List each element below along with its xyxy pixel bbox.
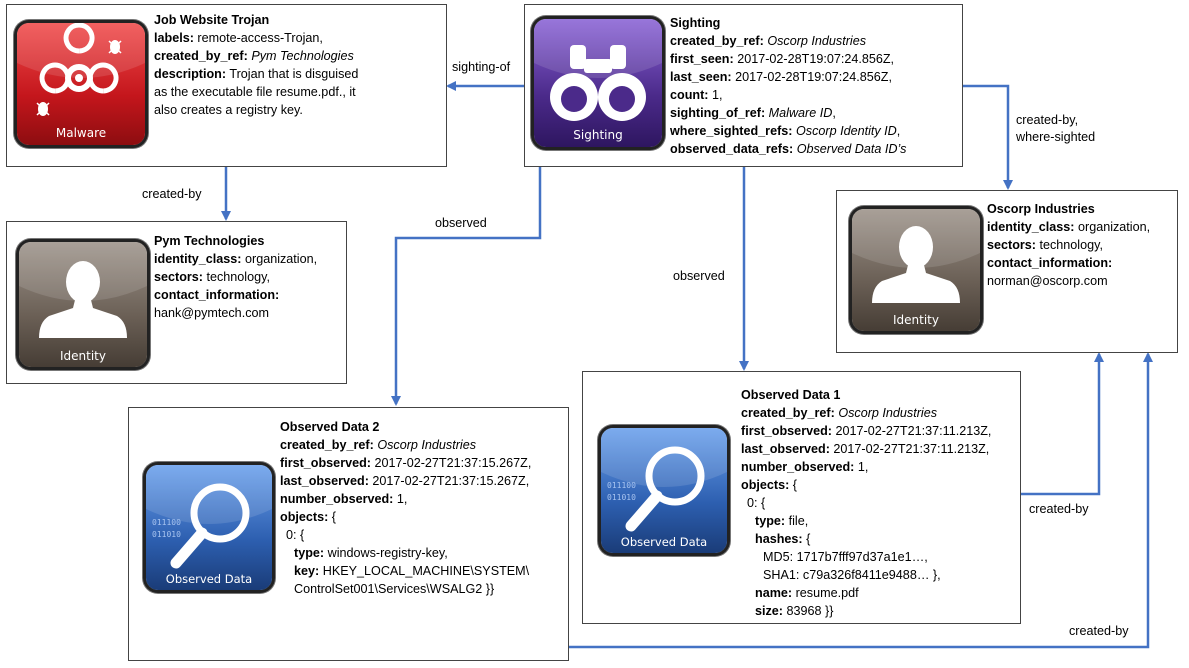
sighting-observed-data-refs: Observed Data ID’s [796,142,907,156]
observed-data-magnifier-icon: 011100 011010 Observed Data [146,465,272,590]
oscorp-sectors: technology, [1036,238,1103,252]
obs2-created-by: Oscorp Industries [377,438,477,452]
malware-icon-caption: Malware [56,126,106,140]
obs2-last-observed: 2017-02-27T21:37:15.267Z, [368,474,530,488]
obs2-icon-caption: Observed Data [166,572,252,586]
edge-label-sighting-of: sighting-of [452,60,511,74]
obs2-first-observed: 2017-02-27T21:37:15.267Z, [371,456,532,470]
sighting-icon-caption: Sighting [573,128,622,142]
pym-title: Pym Technologies [154,234,265,248]
obs1-md5: MD5: 1717b7fff97d37a1e1…, [763,550,928,564]
pym-text: Pym Technologies identity_class: organiz… [154,234,318,320]
obs1-object-type: file, [785,514,809,528]
sighting-count: 1, [708,88,723,102]
identity-icon: Identity [19,242,147,367]
obs1-created-by: Oscorp Industries [838,406,938,420]
obs1-last-observed: 2017-02-27T21:37:11.213Z, [829,442,990,456]
malware-text: Job Website Trojan labels: remote-access… [154,13,359,117]
obs1-title: Observed Data 1 [741,388,841,402]
obs1-file-name: resume.pdf [792,586,859,600]
obs2-icon-digits-1: 011100 [152,518,181,527]
edge-created-by-where-sighted [963,84,1013,190]
oscorp-contact: norman@oscorp.com [987,274,1108,288]
edge-label-observed-1: observed [673,269,725,283]
sighting-of-ref: Malware ID [768,106,833,120]
oscorp-identity-node[interactable]: Identity Oscorp Industries identity_clas… [836,190,1178,353]
edge-label-observed-2: observed [435,216,487,230]
edge-obs1-created-by [1021,352,1104,496]
obs1-sha1: SHA1: c79a326f8411e9488… }, [763,568,941,582]
binoculars-icon: Sighting [534,19,662,147]
oscorp-text: Oscorp Industries identity_class: organi… [987,202,1151,288]
malware-title: Job Website Trojan [154,13,270,27]
edge-label-created-by-where-1: created-by, [1016,113,1079,127]
edge-label-created-by-where-2: where-sighted [1016,130,1096,144]
obs2-number-observed: 1, [393,492,408,506]
oscorp-identity-class: organization, [1074,220,1151,234]
obs1-text: Observed Data 1 created_by_ref: Oscorp I… [741,388,992,618]
obs2-icon-digits-2: 011010 [152,530,181,539]
obs2-text: Observed Data 2 created_by_ref: Oscorp I… [280,420,532,596]
obs1-first-observed: 2017-02-27T21:37:11.213Z, [832,424,992,438]
edge-label-created-by-3: created-by [1069,624,1129,638]
obs2-title: Observed Data 2 [280,420,380,434]
pym-contact: hank@pymtech.com [154,306,269,320]
observed-data-1-node[interactable]: 011100 011010 Observed Data Observed Dat… [582,371,1021,624]
malware-labels: remote-access-Trojan, [193,31,323,45]
obs1-number-observed: 1, [854,460,869,474]
obs1-file-size: 83968 }} [783,604,834,618]
identity-icon: Identity [852,209,980,331]
sighting-first-seen: 2017-02-28T19:07:24.856Z, [733,52,895,66]
obs1-icon-caption: Observed Data [621,535,707,549]
sighting-text: Sighting created_by_ref: Oscorp Industri… [670,16,907,156]
oscorp-icon-caption: Identity [893,313,939,327]
malware-node[interactable]: Malware Job Website Trojan labels: remot… [6,4,447,167]
sighting-title: Sighting [670,16,721,30]
observed-data-magnifier-icon: 011100 011010 Observed Data [601,428,727,553]
edge-observed-2 [391,167,542,406]
edge-label-created-by-2: created-by [1029,502,1089,516]
malware-description: Trojan that is disguised [226,67,359,81]
malware-created-by: Pym Technologies [251,49,354,63]
edge-obs2-created-by [569,352,1153,649]
obs2-registry-key: HKEY_LOCAL_MACHINE\SYSTEM\ [319,564,530,578]
oscorp-title: Oscorp Industries [987,202,1095,216]
obs2-object-type: windows-registry-key, [324,546,448,560]
pym-icon-caption: Identity [60,349,106,363]
observed-data-2-node[interactable]: 011100 011010 Observed Data Observed Dat… [128,407,569,661]
obs1-icon-digits-1: 011100 [607,481,636,490]
sighting-where-sighted: Oscorp Identity ID [795,124,897,138]
pym-identity-class: organization, [241,252,318,266]
pym-identity-node[interactable]: Identity Pym Technologies identity_class… [6,221,347,384]
sighting-node[interactable]: Sighting Sighting created_by_ref: Oscorp… [524,4,963,167]
obs1-icon-digits-2: 011010 [607,493,636,502]
pym-sectors: technology, [203,270,270,284]
edge-label-created-by-1: created-by [142,187,202,201]
sighting-created-by: Oscorp Industries [767,34,867,48]
malware-biohazard-icon: Malware [17,23,145,145]
sighting-last-seen: 2017-02-28T19:07:24.856Z, [731,70,892,84]
